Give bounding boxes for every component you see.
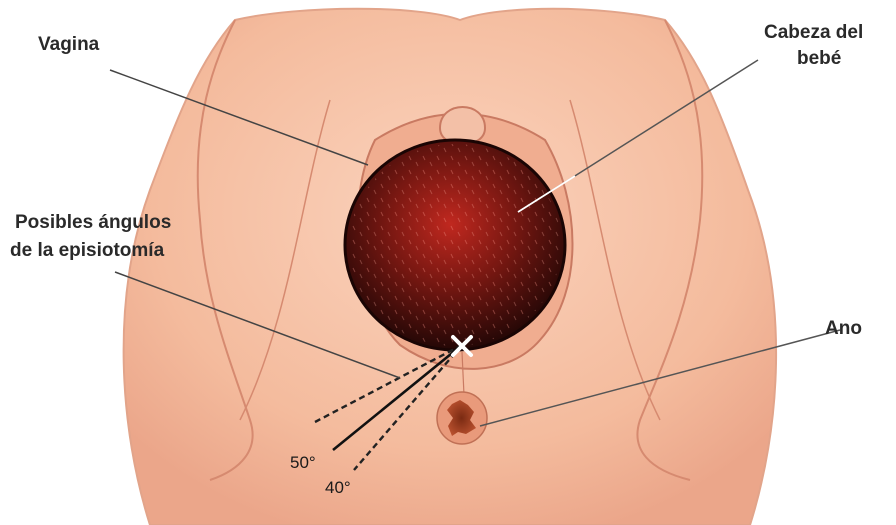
label-anus: Ano bbox=[825, 318, 862, 339]
baby-hair-texture bbox=[349, 144, 561, 346]
label-angles-line2: de la episiotomía bbox=[10, 240, 164, 261]
label-baby-head-line1: Cabeza del bbox=[764, 22, 863, 43]
angle-label-50: 50° bbox=[290, 453, 316, 473]
label-vagina: Vagina bbox=[38, 34, 99, 55]
label-angles-line1: Posibles ángulos bbox=[15, 212, 171, 233]
label-baby-head-line2: bebé bbox=[797, 48, 841, 69]
angle-label-40: 40° bbox=[325, 478, 351, 498]
